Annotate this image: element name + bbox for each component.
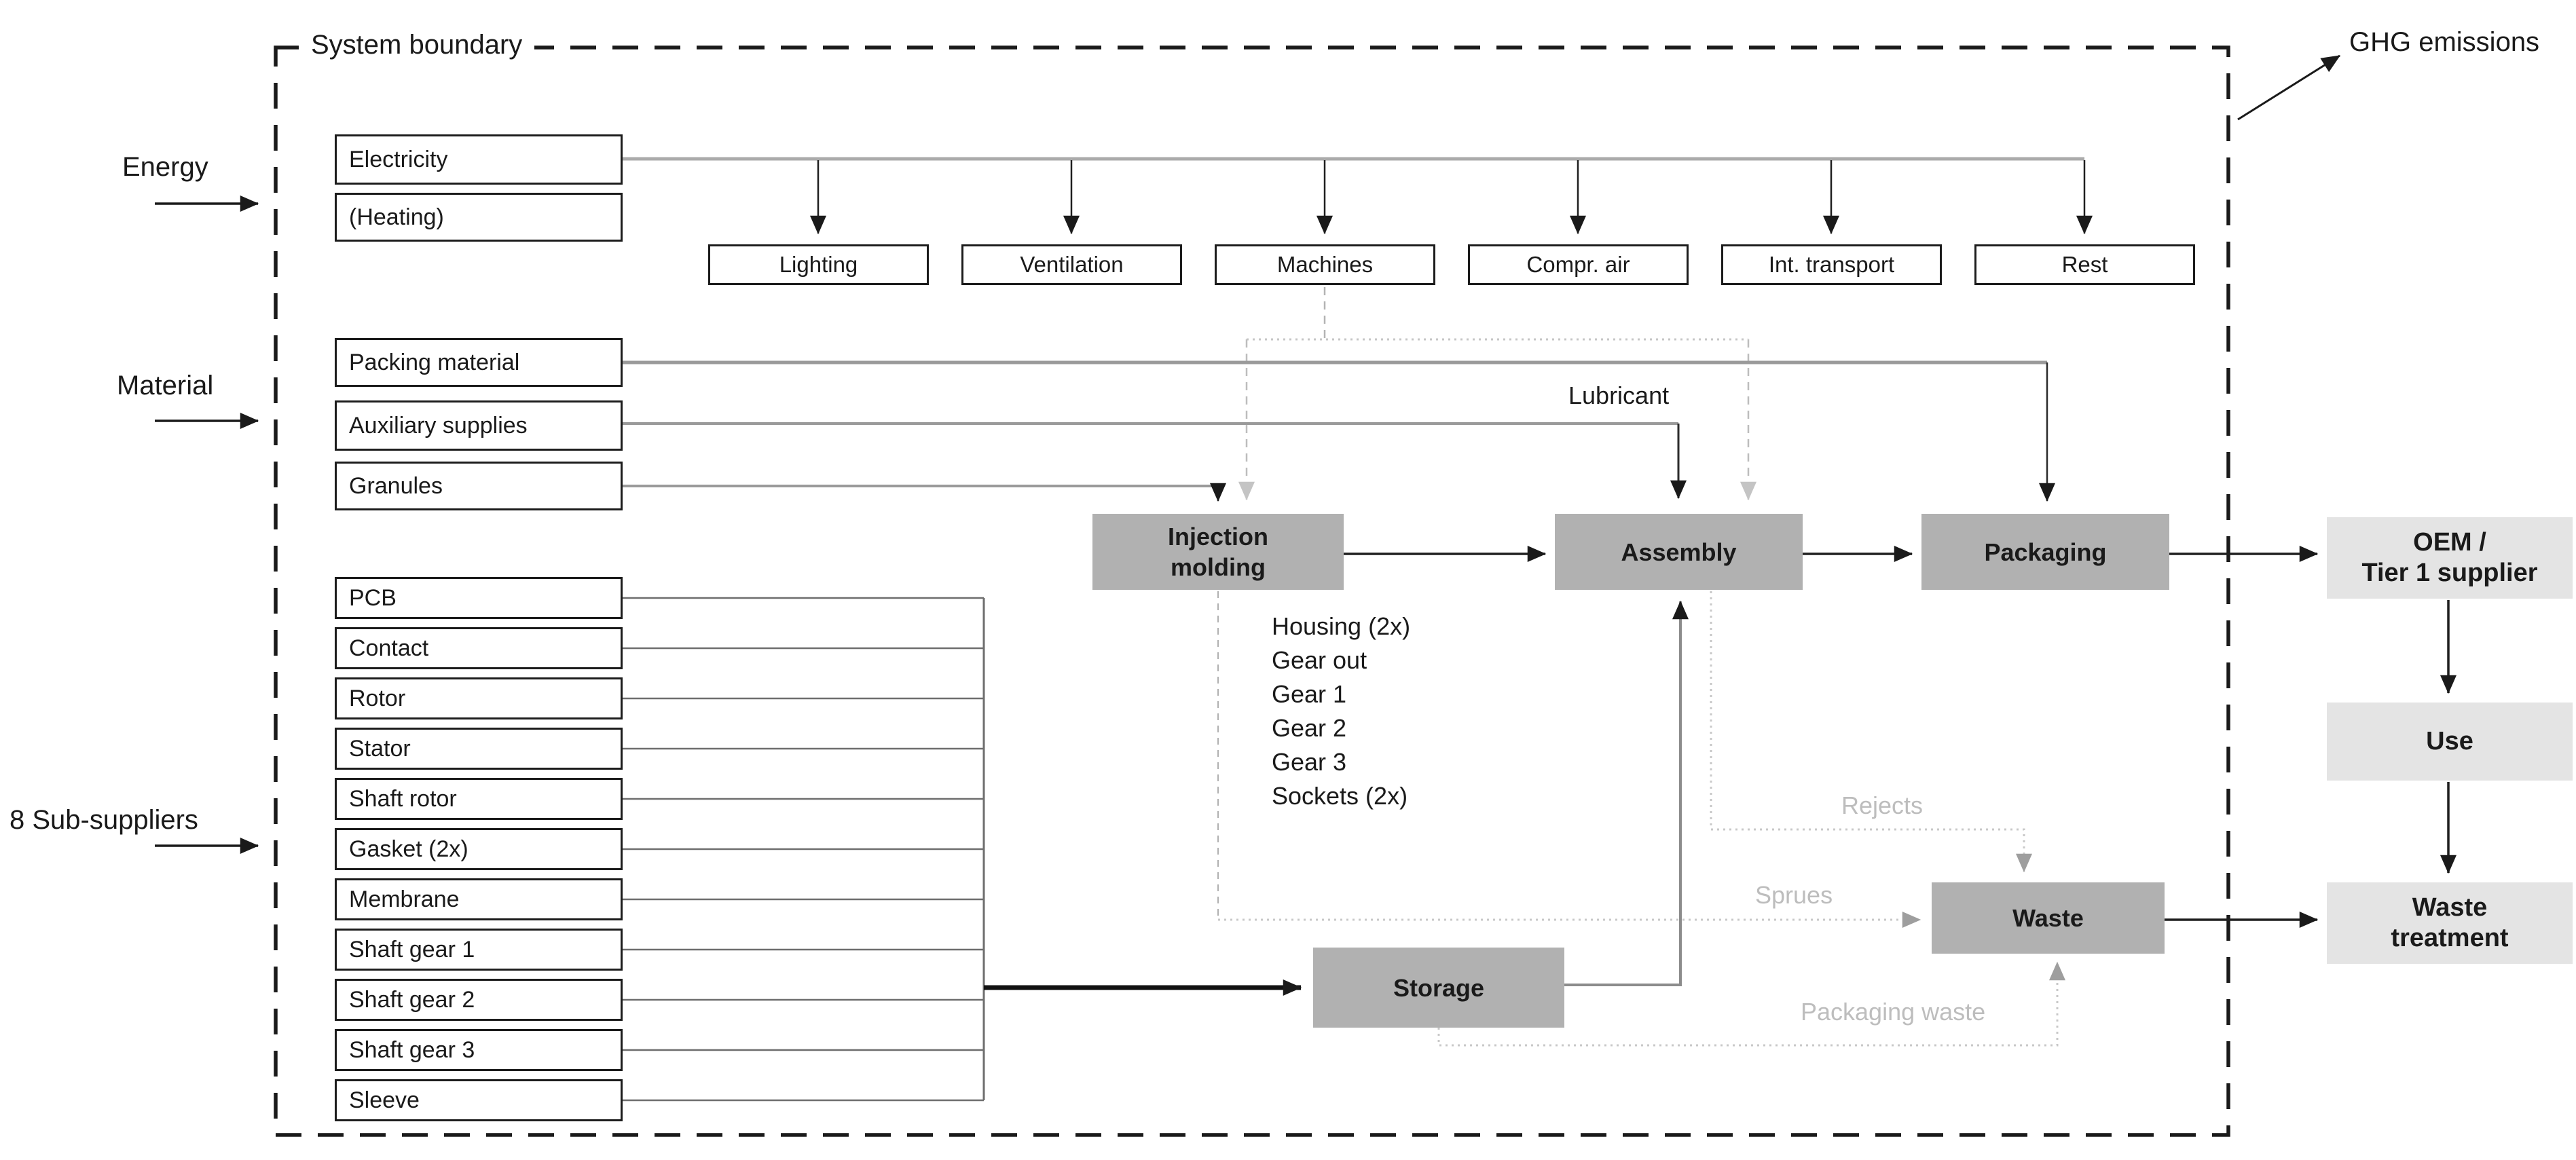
input-box-sleeve: Sleeve bbox=[335, 1079, 623, 1121]
input-box-rotor: Rotor bbox=[335, 677, 623, 719]
system-boundary-outline bbox=[274, 45, 2230, 1137]
input-box-granules: Granules bbox=[335, 462, 623, 510]
process-box-injection-molding: Injection molding bbox=[1092, 514, 1344, 590]
process-box-packaging: Packaging bbox=[1921, 514, 2169, 590]
ghg-emissions-arrow bbox=[2237, 54, 2341, 121]
external-box-waste-treatment: Waste treatment bbox=[2327, 882, 2573, 964]
parts-list-item: Housing (2x) bbox=[1272, 612, 1411, 640]
parts-list-item: Gear 2 bbox=[1272, 714, 1347, 742]
input-box-shaft-rotor: Shaft rotor bbox=[335, 778, 623, 820]
packaging-waste-label: Packaging waste bbox=[1801, 998, 1986, 1026]
input-box-packing-material: Packing material bbox=[335, 338, 623, 387]
input-box-electricity: Electricity bbox=[335, 134, 623, 185]
external-box-oem-tier1: OEM / Tier 1 supplier bbox=[2327, 517, 2573, 599]
energy-group-label: Energy bbox=[122, 152, 208, 182]
parts-list-item: Gear 3 bbox=[1272, 748, 1347, 776]
storage-to-assembly-line bbox=[1564, 600, 1689, 986]
system-boundary-label: System boundary bbox=[299, 30, 535, 60]
input-box-pcb: PCB bbox=[335, 577, 623, 619]
consumer-box-int-transport: Int. transport bbox=[1721, 244, 1942, 285]
input-box-heating: (Heating) bbox=[335, 193, 623, 242]
consumer-box-compr-air: Compr. air bbox=[1468, 244, 1689, 285]
consumer-box-ventilation: Ventilation bbox=[961, 244, 1182, 285]
process-box-waste: Waste bbox=[1932, 882, 2165, 954]
ghg-emissions-label: GHG emissions bbox=[2349, 27, 2540, 57]
injection-molding-parts-list: Housing (2x) Gear out Gear 1 Gear 2 Gear… bbox=[1272, 610, 1410, 813]
sprues-label: Sprues bbox=[1755, 881, 1833, 909]
input-box-auxiliary-supplies: Auxiliary supplies bbox=[335, 400, 623, 451]
process-box-assembly: Assembly bbox=[1555, 514, 1803, 590]
input-box-stator: Stator bbox=[335, 728, 623, 770]
consumer-box-lighting: Lighting bbox=[708, 244, 929, 285]
input-box-gasket: Gasket (2x) bbox=[335, 828, 623, 870]
parts-list-item: Gear 1 bbox=[1272, 680, 1347, 708]
parts-list-item: Sockets (2x) bbox=[1272, 782, 1408, 810]
sub-suppliers-group-label: 8 Sub-suppliers bbox=[10, 805, 198, 835]
lubricant-label: Lubricant bbox=[1568, 381, 1670, 409]
consumer-box-rest: Rest bbox=[1974, 244, 2195, 285]
input-box-contact: Contact bbox=[335, 627, 623, 669]
rejects-line bbox=[1710, 591, 2032, 873]
external-box-use: Use bbox=[2327, 703, 2573, 781]
input-box-shaft-gear-3: Shaft gear 3 bbox=[335, 1029, 623, 1071]
material-group-label: Material bbox=[117, 371, 214, 400]
rejects-label: Rejects bbox=[1841, 791, 1924, 819]
input-box-shaft-gear-1: Shaft gear 1 bbox=[335, 929, 623, 971]
input-box-membrane: Membrane bbox=[335, 878, 623, 920]
parts-list-item: Gear out bbox=[1272, 646, 1367, 674]
consumer-box-machines: Machines bbox=[1215, 244, 1435, 285]
process-box-storage: Storage bbox=[1313, 948, 1564, 1028]
input-box-shaft-gear-2: Shaft gear 2 bbox=[335, 979, 623, 1021]
